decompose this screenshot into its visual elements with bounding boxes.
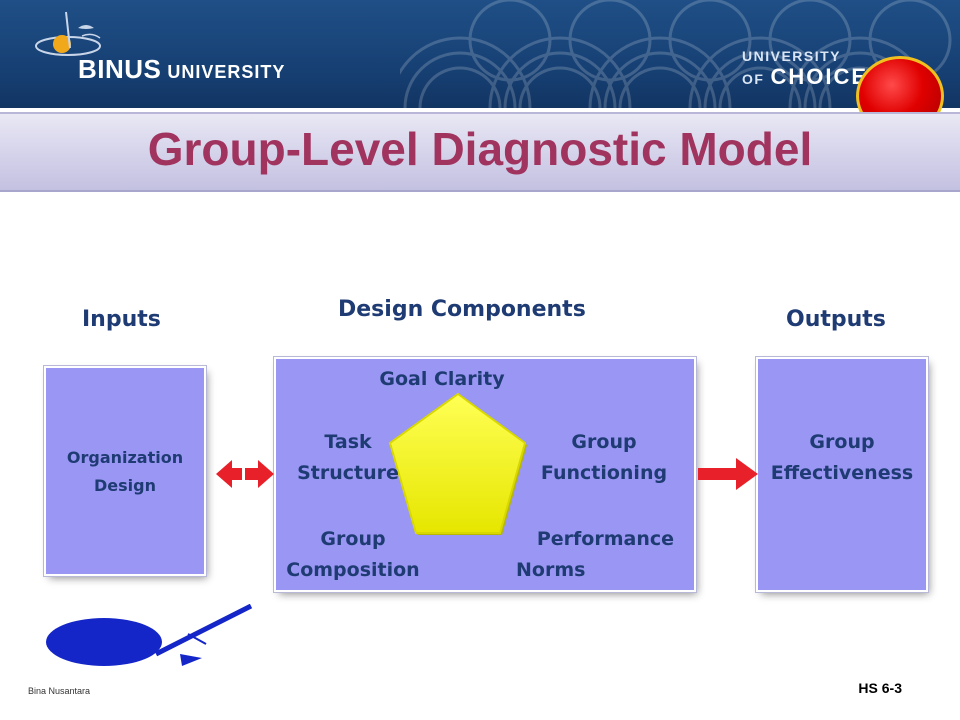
group-composition-line-2: Composition xyxy=(286,559,420,581)
slide-title: Group-Level Diagnostic Model xyxy=(147,123,813,175)
group-functioning-line-2: Functioning xyxy=(540,462,668,484)
output-box-text: Group Effectiveness xyxy=(758,427,926,489)
input-box-text: Organization Design xyxy=(46,444,204,500)
component-group-functioning: Group Functioning xyxy=(534,427,674,489)
pentagon-shape xyxy=(388,392,527,535)
bina-nusantara-label: Bina Nusantara xyxy=(28,686,91,696)
brand-name: BINUS xyxy=(78,54,162,84)
title-bar xyxy=(0,112,960,192)
component-group-composition: Group Composition xyxy=(278,524,428,586)
output-line-2: Effectiveness xyxy=(770,462,914,484)
performance-norms-line-2: Norms xyxy=(516,559,586,581)
input-line-2: Design xyxy=(94,476,156,495)
tagline-prefix: UNIVERSITY OF xyxy=(742,48,841,87)
task-structure-line-1: Task xyxy=(324,431,372,453)
performance-norms-line-1: Performance xyxy=(536,528,674,550)
group-composition-line-1: Group xyxy=(320,528,386,550)
double-arrow-icon xyxy=(216,460,274,488)
components-label: Design Components xyxy=(338,297,586,322)
brand-suffix: UNIVERSITY xyxy=(167,62,286,82)
output-line-1: Group xyxy=(809,431,875,453)
component-task-structure: Task Structure xyxy=(278,427,418,489)
wave-pattern xyxy=(400,0,952,108)
output-box xyxy=(758,359,926,590)
input-line-1: Organization xyxy=(66,448,184,467)
inputs-label: Inputs xyxy=(82,307,161,332)
task-structure-line-2: Structure xyxy=(297,462,399,484)
slide-code: HS 6-3 xyxy=(858,680,902,696)
tagline-word: CHOICE xyxy=(770,64,869,89)
binus-logo-icon xyxy=(35,11,101,56)
group-functioning-line-1: Group xyxy=(571,431,637,453)
component-performance-norms: Performance Norms xyxy=(506,524,688,586)
outputs-label: Outputs xyxy=(786,307,886,332)
input-box xyxy=(46,368,204,574)
component-goal-clarity: Goal Clarity xyxy=(379,368,505,390)
bina-nusantara-logo-icon xyxy=(46,604,253,666)
right-arrow-icon xyxy=(698,458,758,490)
